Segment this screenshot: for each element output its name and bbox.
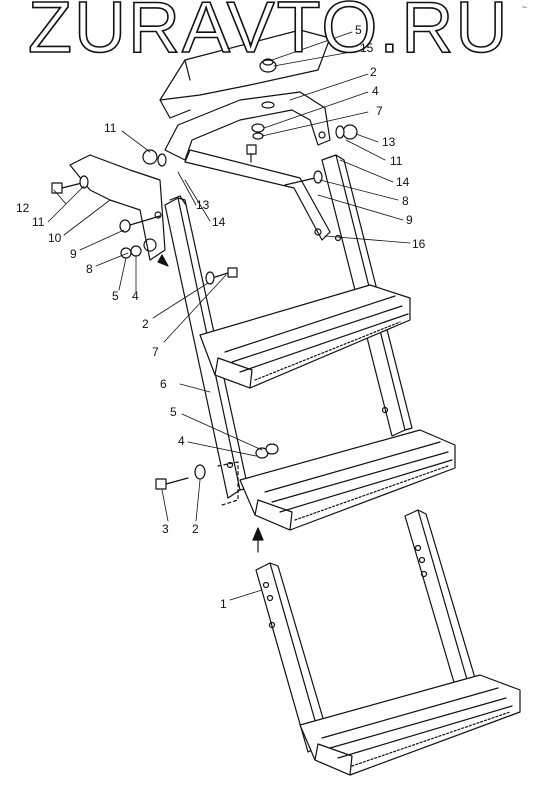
strut-arm xyxy=(184,149,331,241)
callout-label: 1 xyxy=(220,597,227,611)
callout-label: 7 xyxy=(376,104,383,118)
leader-lines xyxy=(47,31,411,601)
nut-11-left xyxy=(142,149,167,167)
dashed-bracket xyxy=(217,461,239,506)
washer-stack xyxy=(251,123,265,140)
callout-label: 2 xyxy=(142,317,149,331)
callout-label: 8 xyxy=(402,194,409,208)
callout-label: 9 xyxy=(70,247,77,261)
callout-label: 9 xyxy=(406,213,413,227)
callout-label: 15 xyxy=(360,41,374,55)
callout-label: 7 xyxy=(152,345,159,359)
callout-label: 13 xyxy=(382,135,396,149)
nut-13-right xyxy=(335,124,358,140)
corner-mark: ~ xyxy=(521,2,527,12)
bolt-7-upper xyxy=(246,144,257,163)
callout-label: 6 xyxy=(160,377,167,391)
lower-extension-ladder xyxy=(255,509,521,776)
callout-label: 5 xyxy=(355,23,362,37)
upper-ladder xyxy=(164,154,456,531)
upper-bracket xyxy=(164,91,331,161)
callout-label: 8 xyxy=(86,262,93,276)
callout-label: 4 xyxy=(132,289,139,303)
callout-label: 2 xyxy=(370,65,377,79)
bolt-9-left xyxy=(119,215,161,233)
callout-label: 14 xyxy=(396,175,410,189)
callout-label: 11 xyxy=(32,215,45,229)
callout-label: 11 xyxy=(104,121,117,135)
callout-label: 5 xyxy=(170,405,177,419)
assembly-arrow-side xyxy=(157,254,169,267)
left-side-plate xyxy=(69,154,166,261)
callout-label: 13 xyxy=(196,198,210,212)
nut-group-left xyxy=(120,245,142,259)
callout-label: 4 xyxy=(372,84,379,98)
callout-label: 14 xyxy=(212,215,226,229)
assembly-arrow-up xyxy=(252,527,264,553)
cab-panel xyxy=(159,29,331,119)
callout-label: 5 xyxy=(112,289,119,303)
bolt-12 xyxy=(51,175,89,194)
bolt-3 xyxy=(155,464,206,490)
callout-label: 2 xyxy=(192,522,199,536)
callout-label: 12 xyxy=(16,201,30,215)
nut-lower-4 xyxy=(255,443,279,459)
watermark: ZURAVTO.RU xyxy=(27,0,510,68)
callout-label: 11 xyxy=(390,154,403,168)
callout-label: 3 xyxy=(162,522,169,536)
bolt-7-middle xyxy=(205,267,238,285)
callout-label: 16 xyxy=(412,237,426,251)
callout-label: 10 xyxy=(48,231,62,245)
callout-label: 4 xyxy=(178,434,185,448)
